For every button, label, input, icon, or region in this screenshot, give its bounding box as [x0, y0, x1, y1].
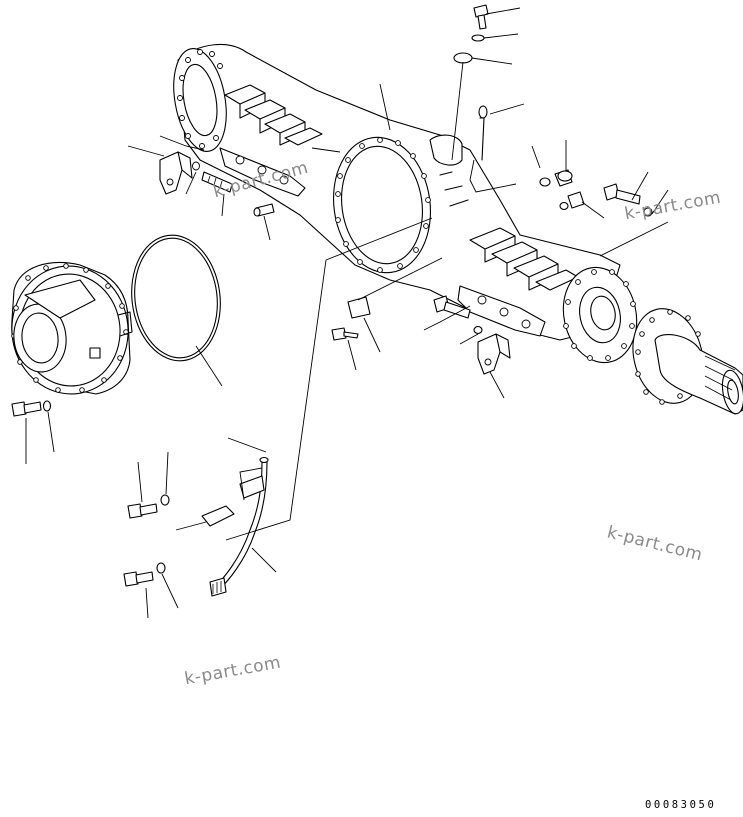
left-flange-holes — [177, 49, 223, 149]
hub-flange-holes — [11, 263, 129, 393]
left-ribs — [224, 84, 323, 146]
right-flange-holes — [563, 269, 636, 361]
drawing-number: 00083050 — [645, 799, 717, 811]
center-flange-holes — [335, 137, 431, 273]
o-ring — [131, 234, 221, 362]
right-bracket — [477, 333, 511, 375]
left-bracket — [159, 151, 200, 195]
left-hub — [11, 262, 133, 395]
right-ribs — [469, 227, 579, 291]
right-bolt — [603, 183, 653, 217]
plugs — [539, 169, 585, 211]
nameplate — [331, 296, 371, 341]
center-bolt — [433, 295, 483, 335]
top-bolt — [453, 4, 489, 161]
pipe-assembly — [201, 456, 269, 597]
stud-left — [201, 171, 233, 193]
hub-bolt — [11, 400, 52, 417]
axle-housing — [173, 43, 638, 364]
pin — [253, 203, 275, 217]
lower-bolts — [123, 494, 170, 587]
spindle-shaft — [632, 308, 743, 415]
leader-lines — [25, 7, 669, 619]
